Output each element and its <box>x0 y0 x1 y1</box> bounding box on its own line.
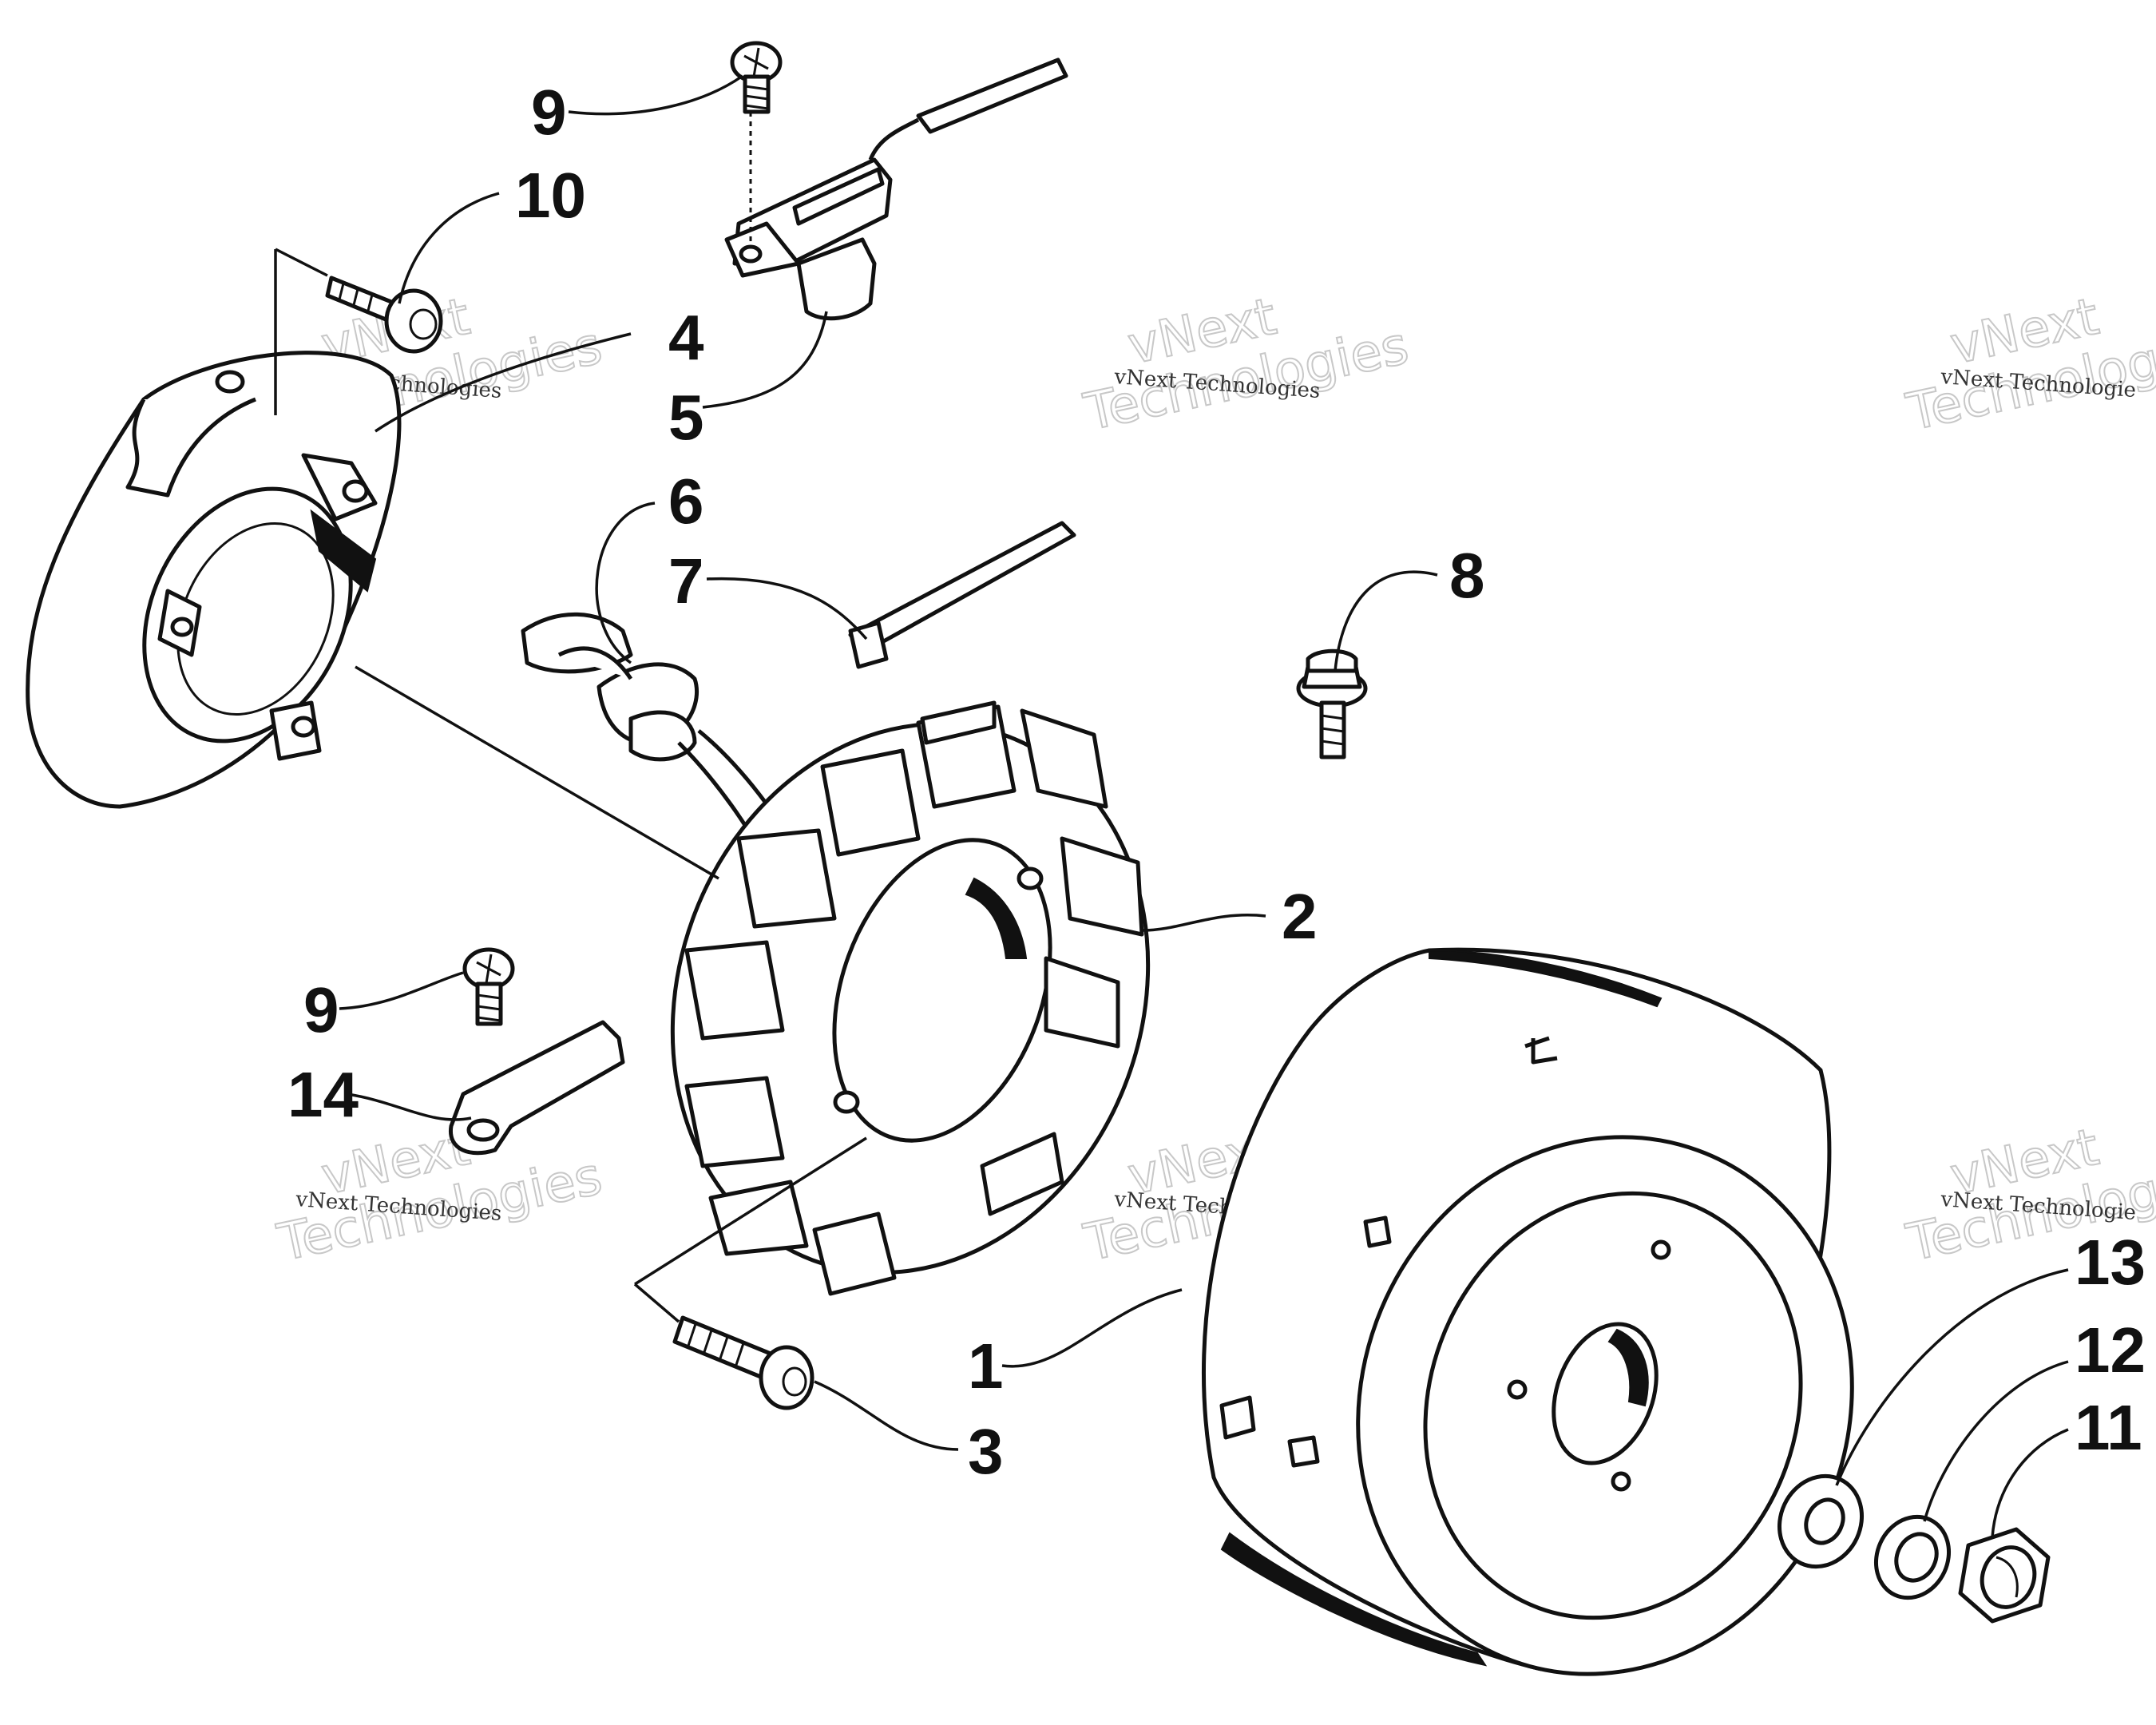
lock-washer <box>1873 1514 1952 1600</box>
socket-head-bolt <box>672 1315 814 1410</box>
assembly-lines <box>274 248 867 1323</box>
callout-2: 2 <box>1282 881 1318 952</box>
watermark: vNext Technologies <box>1079 287 1415 443</box>
pickup-coil <box>724 58 1068 321</box>
stator-base-plate <box>26 351 402 809</box>
leader-lines <box>339 74 2069 1538</box>
ground-strap <box>449 1020 625 1156</box>
pan-head-screw <box>462 947 515 1026</box>
flywheel <box>1202 947 1854 1676</box>
flat-washer <box>1777 1473 1865 1569</box>
callout-9-lower: 9 <box>303 974 339 1045</box>
callout-8: 8 <box>1449 540 1485 611</box>
callout-12: 12 <box>2075 1315 2146 1386</box>
flange-bolt <box>325 276 443 354</box>
watermark: vNext Technologie <box>1901 287 2156 443</box>
callout-13: 13 <box>2075 1227 2146 1298</box>
cable-tie <box>848 521 1076 669</box>
pan-head-screw <box>730 41 783 114</box>
hex-flange-bolt <box>1296 648 1368 759</box>
callout-7: 7 <box>668 545 704 617</box>
callout-14: 14 <box>287 1059 359 1130</box>
callout-9-top: 9 <box>531 77 567 148</box>
callout-3: 3 <box>968 1416 1004 1487</box>
stator-assembly <box>670 700 1151 1296</box>
callout-5: 5 <box>668 382 704 453</box>
callout-10: 10 <box>515 160 586 231</box>
callout-1: 1 <box>968 1330 1004 1402</box>
callout-11: 11 <box>2075 1392 2142 1463</box>
hex-nut <box>1958 1527 2051 1624</box>
callout-4: 4 <box>668 302 704 373</box>
callout-6: 6 <box>668 466 704 537</box>
watermark-group: vNext Technologies vNext Technologies vN… <box>272 287 2156 1274</box>
